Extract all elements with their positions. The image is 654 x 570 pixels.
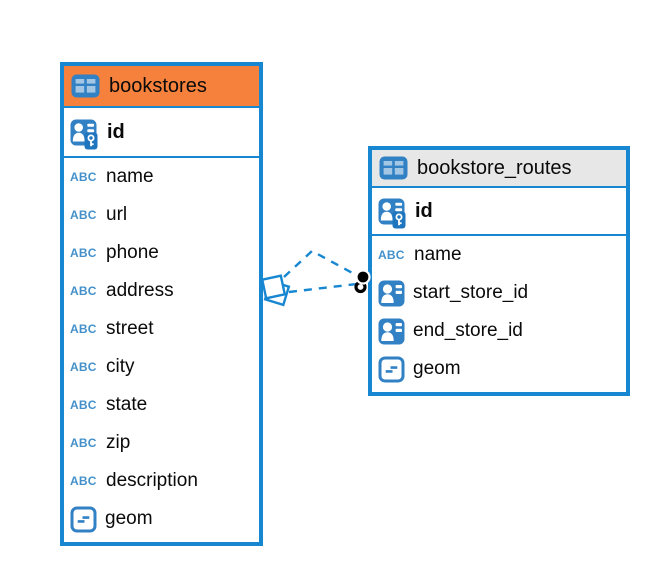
column-name: id xyxy=(415,199,433,222)
table-header[interactable]: bookstore_routes xyxy=(372,150,626,188)
column-row-description[interactable]: ABC description xyxy=(64,462,259,500)
column-name: name xyxy=(414,244,462,265)
column-row-id[interactable]: id xyxy=(64,108,259,158)
geometry-icon xyxy=(70,506,97,533)
column-name: address xyxy=(106,280,174,301)
column-name: geom xyxy=(105,508,153,529)
primary-key-icon xyxy=(378,198,407,229)
column-name: start_store_id xyxy=(413,282,529,303)
text-type-icon: ABC xyxy=(70,474,97,488)
table-title: bookstores xyxy=(109,74,207,97)
relationship-line-upper[interactable] xyxy=(283,249,359,278)
column-row-name[interactable]: ABC name xyxy=(64,158,259,196)
text-type-icon: ABC xyxy=(70,398,97,412)
many-end-marker xyxy=(260,274,291,307)
column-name: street xyxy=(106,318,154,339)
column-row-zip[interactable]: ABC zip xyxy=(64,424,259,462)
column-row-geom[interactable]: geom xyxy=(372,350,626,388)
geometry-icon xyxy=(378,356,405,383)
column-name: state xyxy=(106,394,148,415)
text-type-icon: ABC xyxy=(70,246,97,260)
column-row-city[interactable]: ABC city xyxy=(64,348,259,386)
text-type-icon: ABC xyxy=(70,208,97,222)
text-type-icon: ABC xyxy=(70,436,97,450)
foreign-key-icon xyxy=(378,280,405,307)
column-name: end_store_id xyxy=(413,320,523,341)
column-row-id[interactable]: id xyxy=(372,188,626,236)
table-header[interactable]: bookstores xyxy=(64,66,259,108)
relationship-line-lower[interactable] xyxy=(288,282,358,294)
column-name: url xyxy=(106,204,128,225)
column-name: phone xyxy=(106,242,159,263)
column-name: city xyxy=(106,356,135,377)
foreign-key-icon xyxy=(378,318,405,345)
column-row-start-store-id[interactable]: start_store_id xyxy=(372,274,626,312)
primary-key-icon xyxy=(70,119,99,150)
column-row-street[interactable]: ABC street xyxy=(64,310,259,348)
column-row-geom[interactable]: geom xyxy=(64,500,259,538)
column-name: zip xyxy=(106,432,131,453)
text-type-icon: ABC xyxy=(70,170,97,184)
column-row-address[interactable]: ABC address xyxy=(64,272,259,310)
text-type-icon: ABC xyxy=(70,322,97,336)
column-name: description xyxy=(106,470,198,491)
text-type-icon: ABC xyxy=(378,248,405,262)
column-name: id xyxy=(107,120,125,143)
column-row-phone[interactable]: ABC phone xyxy=(64,234,259,272)
column-row-end-store-id[interactable]: end_store_id xyxy=(372,312,626,350)
table-title: bookstore_routes xyxy=(417,156,572,179)
column-row-url[interactable]: ABC url xyxy=(64,196,259,234)
table-icon xyxy=(379,156,408,180)
text-type-icon: ABC xyxy=(70,360,97,374)
text-type-icon: ABC xyxy=(70,284,97,298)
table-icon xyxy=(71,74,100,98)
column-row-name[interactable]: ABC name xyxy=(372,236,626,274)
column-name: name xyxy=(106,166,154,187)
column-row-state[interactable]: ABC state xyxy=(64,386,259,424)
column-name: geom xyxy=(413,358,461,379)
